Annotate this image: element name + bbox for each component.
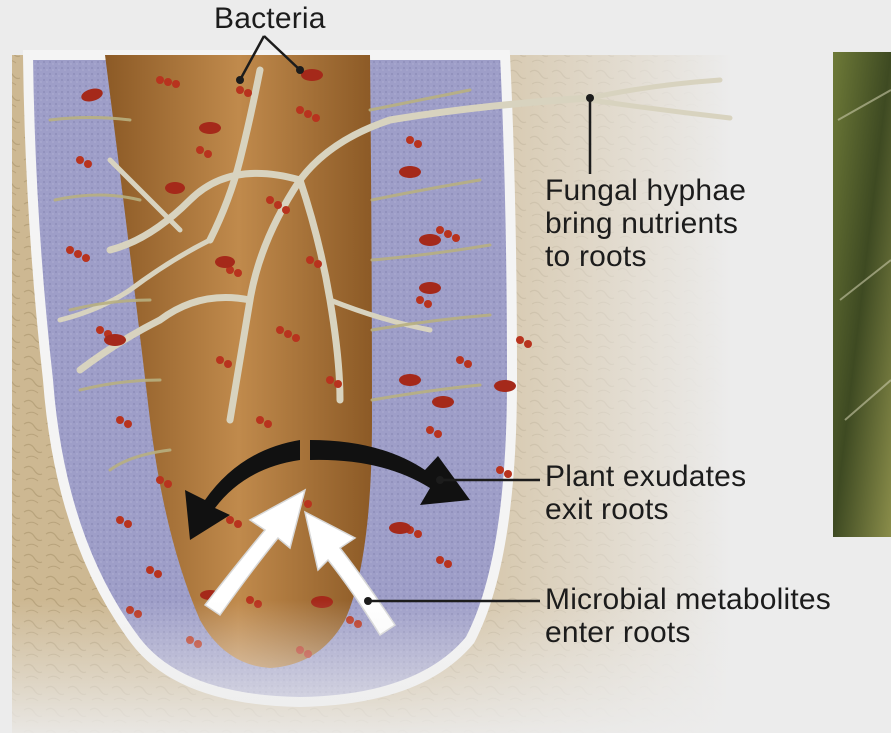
photo-inset	[833, 52, 891, 537]
microbial-metabolites-label: Microbial metabolites enter roots	[545, 583, 831, 649]
plant-exudates-line-1: Plant exudates	[545, 460, 746, 493]
microbial-metabolites-line-2: enter roots	[545, 616, 831, 649]
plant-exudates-line-2: exit roots	[545, 493, 746, 526]
fungal-hyphae-line-3: to roots	[545, 240, 746, 273]
fungal-hyphae-line-2: bring nutrients	[545, 207, 746, 240]
bacteria-label: Bacteria	[214, 2, 326, 35]
fungal-hyphae-label: Fungal hyphae bring nutrients to roots	[545, 174, 746, 273]
microbial-metabolites-line-1: Microbial metabolites	[545, 583, 831, 616]
plant-exudates-label: Plant exudates exit roots	[545, 460, 746, 526]
fungal-hyphae-line-1: Fungal hyphae	[545, 174, 746, 207]
